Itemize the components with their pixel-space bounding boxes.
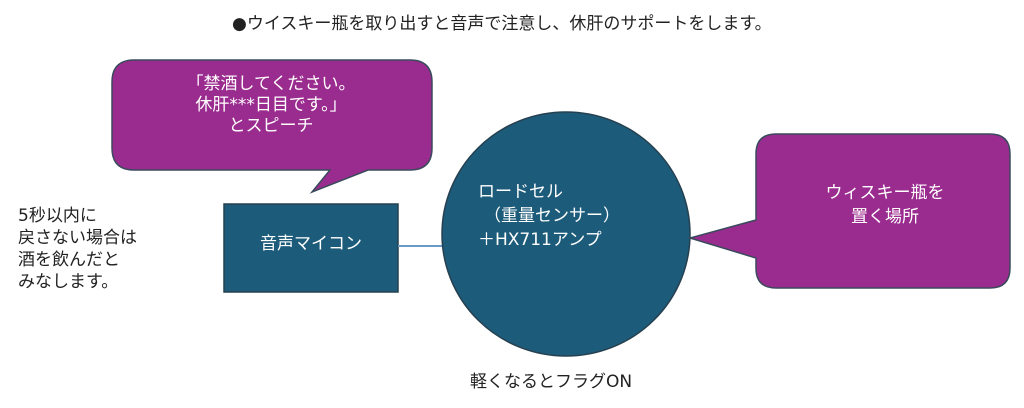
side-note-line: 酒を飲んだと (18, 250, 120, 270)
speech-bubble-shape (111, 59, 433, 194)
place-line: 置く場所 (851, 207, 919, 227)
place-bubble-shape (687, 133, 1011, 289)
place-line: ウィスキー瓶を (825, 183, 945, 203)
load-cell-circle (441, 111, 691, 357)
side-note-line: 戻さない場合は (18, 228, 137, 248)
load-cell-line: ＋HX711アンプ (478, 230, 602, 250)
page-title: ●ウイスキー瓶を取り出すと音声で注意し、休肝のサポートをします。 (232, 14, 772, 34)
load-cell-line: ロードセル (478, 182, 563, 202)
load-cell-line: （重量センサー） (484, 206, 620, 226)
speech-line: とスピーチ (228, 116, 314, 136)
voice-microcontroller-label: 音声マイコン (260, 234, 362, 254)
speech-line: 「禁酒してください。 (186, 74, 356, 94)
voice-microcontroller-box (223, 203, 399, 293)
speech-bubble-text: 「禁酒してください。 休肝***日目です。」 とスピーチ (112, 74, 430, 137)
side-note: 5秒以内に 戻さない場合は 酒を飲んだと みなします。 (18, 205, 137, 293)
place-bubble-text: ウィスキー瓶を 置く場所 (760, 181, 1010, 229)
side-note-line: 5秒以内に (18, 206, 97, 226)
speech-line: 休肝***日目です。」 (195, 95, 347, 115)
load-cell-text: ロードセル （重量センサー） ＋HX711アンプ (478, 180, 620, 252)
bottom-note: 軽くなるとフラグON (470, 372, 633, 392)
side-note-line: みなします。 (18, 272, 119, 292)
